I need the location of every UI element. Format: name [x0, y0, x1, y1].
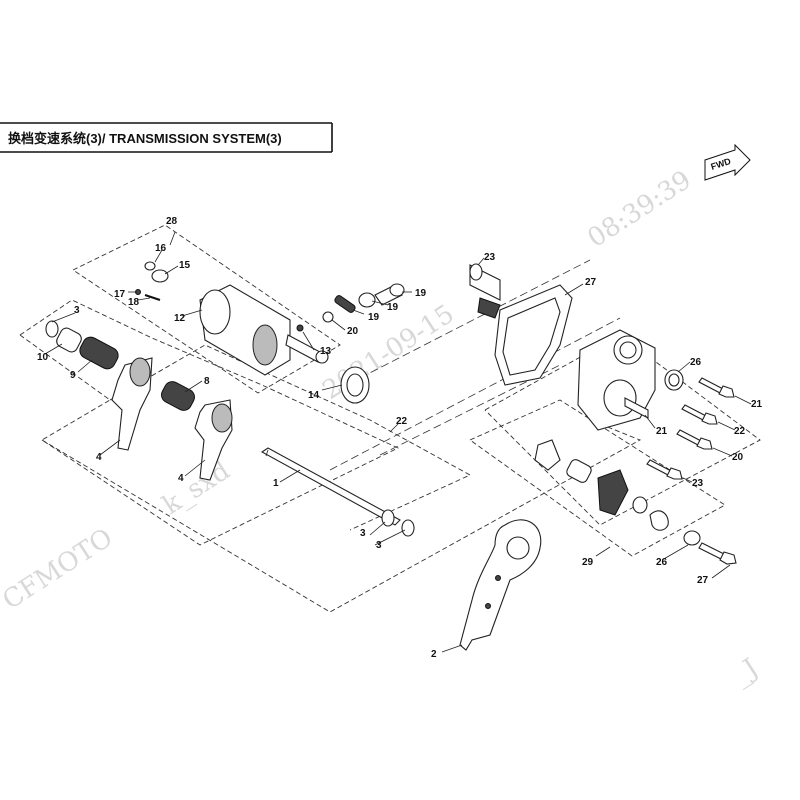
- part-20-bolt: [676, 429, 713, 450]
- part-4-shift-fork-left: [111, 357, 153, 451]
- callout-3-mid: 3: [360, 528, 366, 539]
- callout-8: 12: [174, 313, 186, 324]
- group-box-29: [469, 399, 726, 557]
- watermark-date: 2021-09-15: [317, 299, 459, 406]
- part-16-washer: [358, 292, 376, 308]
- part-23-gear-shaft: [469, 263, 501, 319]
- callout-23: 23: [484, 252, 496, 263]
- part-19-bolt-b: [681, 404, 718, 425]
- callout-19-bottom: 23: [692, 478, 704, 489]
- callout-11: 15: [179, 260, 191, 271]
- callout-labels: 28 16 15 17 18 12 3 10 9 8 4 4 1 13 14 1…: [37, 216, 763, 660]
- callout-3-right: 3: [376, 540, 382, 551]
- watermark-time: 08:39:39: [582, 165, 696, 254]
- part-25-gasket: [494, 284, 573, 386]
- callout-3-left: 3: [74, 305, 80, 316]
- part-4-shift-fork-right: [194, 399, 233, 481]
- callout-15: 19: [415, 288, 427, 299]
- callout-6: 9: [70, 370, 76, 381]
- watermark-user: k_sxd: [157, 456, 235, 521]
- callout-5: 8: [204, 376, 210, 387]
- part-29-stopper-assembly: [534, 439, 669, 531]
- watermark-brand: CFMOTO: [0, 523, 118, 616]
- part-14-spring: [144, 294, 161, 301]
- part-15-bolt: [374, 283, 405, 306]
- callout-1: 1: [273, 478, 279, 489]
- callout-14: 18: [128, 297, 140, 308]
- part-24-seal: [664, 369, 684, 391]
- part-19-bolt-c: [646, 459, 683, 480]
- callout-4-left: 4: [96, 452, 102, 463]
- callout-2: 2: [431, 649, 437, 660]
- part-5-spring: [161, 381, 195, 411]
- callout-26: 26: [656, 557, 668, 568]
- part-8-shift-drum: [199, 284, 329, 376]
- watermark-corner: _J: [727, 653, 763, 691]
- callout-19-mid: 22: [734, 426, 746, 437]
- part-18-ball: [322, 311, 334, 323]
- group-box-22: [19, 299, 642, 613]
- callout-29: 29: [582, 557, 594, 568]
- part-9-pin: [296, 324, 304, 332]
- group-box-25: [484, 334, 761, 526]
- part-21-cover: [577, 329, 656, 431]
- fwd-arrow-icon: FWD: [704, 143, 751, 181]
- callout-25: 27: [585, 277, 597, 288]
- watermarks: 08:39:39 2021-09-15 k_sxd CFMOTO _J: [0, 165, 763, 691]
- callout-13: 17: [114, 289, 126, 300]
- callout-16: 19: [387, 302, 399, 313]
- part-1-shaft: [260, 447, 401, 526]
- callout-24: 26: [690, 357, 702, 368]
- callout-7: 10: [37, 352, 49, 363]
- callout-28: 28: [166, 216, 178, 227]
- callout-10: 14: [308, 390, 320, 401]
- part-2-shift-lever: [459, 519, 542, 651]
- title-frame: 换档变速系统(3)/ TRANSMISSION SYSTEM(3): [0, 122, 333, 153]
- callout-22: 22: [396, 416, 408, 427]
- page-title: 换档变速系统(3)/ TRANSMISSION SYSTEM(3): [8, 131, 282, 146]
- leader-lines: [44, 231, 752, 653]
- part-10-bearing: [340, 366, 370, 404]
- callout-19-top: 21: [751, 399, 763, 410]
- callout-4-right: 4: [178, 473, 184, 484]
- part-6-spring: [79, 336, 119, 370]
- callout-12: 16: [155, 243, 167, 254]
- callout-17: 19: [368, 312, 380, 323]
- part-26-washer: [683, 530, 701, 546]
- part-19-bolt-a: [698, 377, 735, 398]
- part-3-circlips: [45, 320, 415, 537]
- callout-9: 13: [320, 346, 332, 357]
- callout-27: 27: [697, 575, 709, 586]
- part-7-collar: [56, 327, 82, 353]
- dashed-connectors: [329, 259, 621, 471]
- group-box-28: [72, 224, 341, 394]
- callout-20: 20: [732, 452, 744, 463]
- part-27-bolt: [698, 542, 737, 565]
- callout-18: 20: [347, 326, 359, 337]
- part-11-washer: [151, 269, 169, 283]
- part-17-spring: [334, 295, 356, 313]
- callout-21: 21: [656, 426, 668, 437]
- part-12-screw: [144, 261, 156, 271]
